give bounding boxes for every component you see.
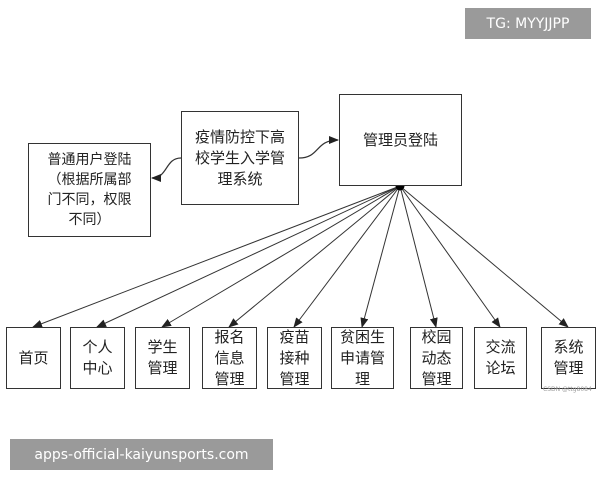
edge-hub-to-module-3	[228, 185, 401, 328]
module-poverty-application: 贫困生 申请管 理	[331, 327, 394, 389]
edge-system-to-admin	[298, 136, 339, 159]
module-forum: 交流 论坛	[474, 327, 527, 389]
edge-hub-to-module-7	[399, 185, 501, 328]
module-home: 首页	[6, 327, 61, 389]
module-student-management: 学生 管理	[135, 327, 190, 389]
node-user-login: 普通用户登陆 （根据所属部 门不同，权限 不同）	[28, 143, 151, 237]
module-registration-management: 报名 信息 管理	[202, 327, 257, 389]
module-campus-news: 校园 动态 管理	[410, 327, 463, 389]
edge-hub-to-module-4	[293, 185, 401, 328]
node-admin-login: 管理员登陆	[339, 94, 462, 186]
edge-hub-to-module-2	[161, 185, 401, 328]
telegram-tag: TG: MYYJJPP	[465, 8, 591, 39]
edge-hub-to-module-8	[399, 185, 569, 328]
edge-hub-to-module-5	[360, 185, 401, 328]
edge-system-to-user	[151, 157, 182, 182]
edge-hub-to-module-6	[399, 185, 438, 328]
module-personal-center: 个人 中心	[70, 327, 125, 389]
module-vaccination-management: 疫苗 接种 管理	[267, 327, 322, 389]
edge-hub-to-module-0	[32, 185, 401, 328]
module-edges	[32, 185, 569, 328]
footer-url-banner: apps-official-kaiyunsports.com	[10, 439, 273, 470]
edge-hub-to-module-1	[96, 185, 401, 328]
csdn-watermark: CSDN @ttg8084	[543, 386, 592, 393]
module-system-management: 系统 管理	[541, 327, 596, 389]
node-system: 疫情防控下高 校学生入学管 理系统	[181, 111, 299, 205]
